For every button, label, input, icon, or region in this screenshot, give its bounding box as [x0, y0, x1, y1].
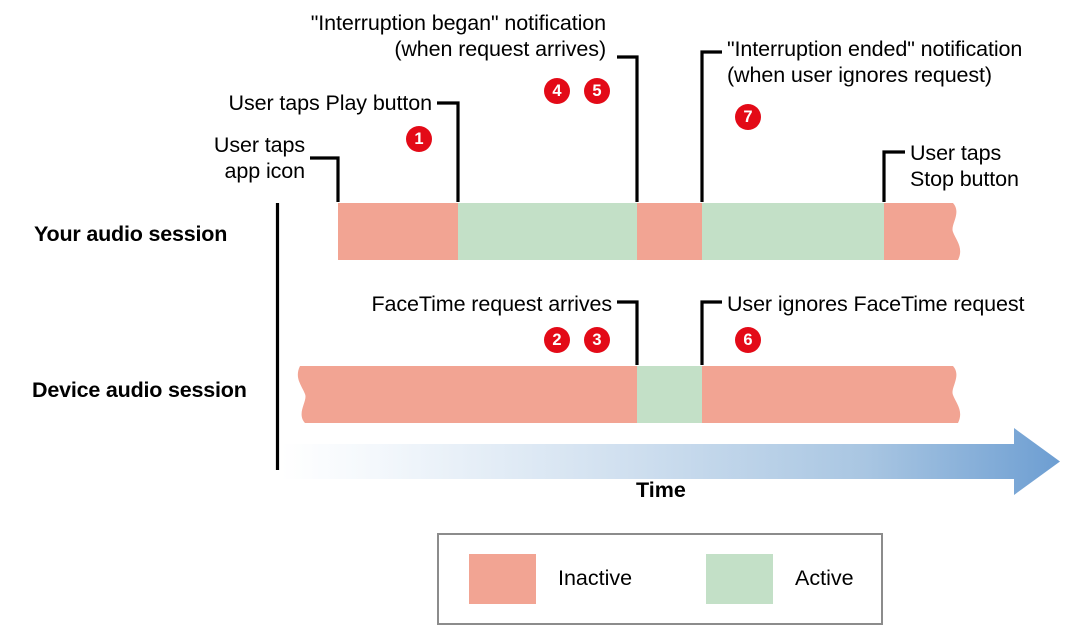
leader-user-taps-stop-button	[882, 150, 905, 202]
badge-1: 1	[406, 126, 432, 152]
legend-label-active: Active	[795, 566, 854, 590]
segment-active-1	[458, 203, 637, 260]
row-label-your-audio-session: Your audio session	[34, 222, 228, 246]
bottom-row-leader-lines	[617, 300, 722, 365]
segment-inactive-2-torn-right	[702, 366, 961, 423]
time-axis-label: Time	[636, 478, 686, 502]
segment-inactive-1	[338, 203, 458, 260]
your-audio-session-bar	[338, 203, 961, 260]
annotation-user-ignores-facetime-request: User ignores FaceTime request	[727, 292, 1025, 316]
device-audio-session-bar	[297, 366, 961, 423]
annotation-facetime-request-arrives: FaceTime request arrives	[371, 292, 612, 316]
legend-swatch-inactive	[469, 554, 536, 604]
leader-user-ignores-facetime	[700, 300, 722, 365]
annotation-user-taps-app-icon-line2: app icon	[224, 159, 306, 183]
segment-inactive-2	[637, 203, 702, 260]
annotation-user-taps-app-icon-line1: User taps	[213, 133, 305, 157]
badge-6: 6	[735, 327, 761, 353]
leader-interruption-began	[617, 55, 639, 202]
top-row-leader-lines	[310, 50, 905, 202]
annotation-user-taps-stop-button-line1: User taps	[910, 141, 1002, 165]
annotation-user-taps-stop-button-line2: Stop button	[910, 167, 1019, 191]
segment-active-2	[702, 203, 884, 260]
badge-5: 5	[584, 78, 610, 104]
legend-swatch-active	[706, 554, 773, 604]
leader-facetime-request-arrives	[617, 300, 639, 365]
segment-inactive-1-torn-left	[297, 366, 637, 423]
legend-label-inactive: Inactive	[558, 566, 633, 590]
time-axis-arrow	[281, 428, 1060, 495]
badge-2: 2	[544, 327, 570, 353]
segment-inactive-3-torn-right	[884, 203, 961, 260]
row-label-device-audio-session: Device audio session	[32, 378, 247, 402]
leader-user-taps-app-icon	[310, 156, 340, 202]
annotation-interruption-began-line2: (when request arrives)	[394, 37, 606, 61]
badge-3: 3	[584, 327, 610, 353]
annotation-interruption-ended-line2: (when user ignores request)	[727, 63, 992, 87]
annotation-interruption-began-line1: "Interruption began" notification	[310, 11, 606, 35]
annotation-interruption-ended-line1: "Interruption ended" notification	[727, 37, 1023, 61]
annotation-user-taps-play-button: User taps Play button	[228, 91, 433, 115]
leader-user-taps-play-button	[437, 101, 460, 202]
segment-active-1	[637, 366, 702, 423]
badge-7: 7	[735, 104, 761, 130]
badge-4: 4	[544, 78, 570, 104]
leader-interruption-ended	[700, 50, 722, 202]
